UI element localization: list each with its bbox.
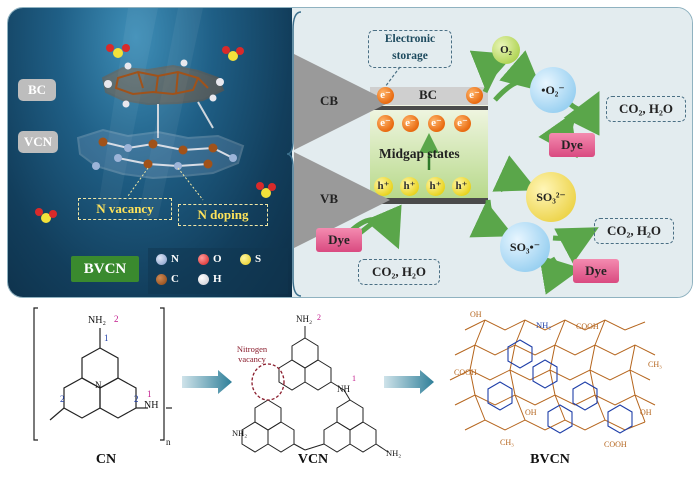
electron-4: e⁻ [454, 115, 471, 132]
legend-n: N [171, 253, 179, 265]
o2-bubble: O₂ [492, 36, 520, 64]
cn-site2-top: 2 [114, 314, 119, 324]
bvcn-tag: BVCN [71, 256, 139, 282]
legend-c: C [171, 273, 179, 285]
superoxide-bubble: •O₂⁻ [530, 67, 576, 113]
hole-4: h⁺ [452, 177, 471, 196]
n-doping-label: N doping [178, 204, 268, 226]
cn-caption: CN [95, 452, 117, 467]
cn-site1-nh: 1 [147, 389, 152, 399]
midgap-label: Midgap states [379, 146, 460, 161]
products-box-3: CO₂, H₂O [358, 259, 440, 285]
vcn-nh: NH [337, 384, 350, 394]
cb-label: CB [320, 93, 339, 108]
chemical-structures [33, 307, 656, 453]
bvcn-oh-1: OH [470, 310, 482, 319]
cn-site1-top: 1 [104, 333, 109, 343]
bvcn-caption: BVCN [530, 452, 570, 467]
products-box-2: CO₂, H₂O [594, 218, 674, 244]
hydrogen-atom-icon [198, 274, 209, 285]
bc-sheet [101, 64, 225, 106]
vcn-sheet [76, 128, 245, 180]
nitrogen-atom-icon [156, 254, 167, 265]
bc-band-label: BC [419, 87, 438, 102]
vcn-structure [241, 326, 389, 453]
molecular-illustration [35, 8, 288, 294]
bvcn-oh-2: OH [640, 408, 652, 417]
electron-cb-left: e⁻ [377, 87, 394, 104]
bvcn-ch3-bottom: CH₃ [500, 438, 514, 447]
arrow-vcn-to-bvcn [384, 370, 434, 394]
oxygen-atom-icon [198, 254, 209, 265]
legend-o: O [213, 253, 222, 265]
electron-cb-right: e⁻ [466, 87, 483, 104]
bvcn-ch3: CH₃ [648, 360, 662, 369]
sulfite-bubble: SO₃²⁻ [526, 172, 576, 222]
vcn-tag: VCN [18, 131, 58, 153]
electronic-storage-box: Electronic storage [368, 30, 452, 68]
nitrogen-vacancy-note: Nitrogen vacancy [236, 344, 268, 364]
bc-tag: BC [18, 79, 56, 101]
vcn-nh2-right: NH₂ [386, 448, 402, 458]
bvcn-cooh-top: COOH [576, 322, 599, 331]
mechanism-graphics [294, 50, 600, 295]
hole-3: h⁺ [426, 177, 445, 196]
dye-box-2: Dye [573, 259, 619, 283]
cn-nh2: NH₂ [88, 315, 106, 326]
cn-n-center: N [95, 380, 102, 390]
bvcn-triazine-units [487, 339, 633, 434]
hole-2: h⁺ [400, 177, 419, 196]
cn-nh: NH [144, 400, 159, 411]
bracket [287, 11, 302, 297]
vcn-nh2: NH₂ [296, 314, 313, 324]
electron-2: e⁻ [402, 115, 419, 132]
n-vacancy-label: N vacancy [78, 198, 172, 220]
vcn-site2: 2 [317, 313, 321, 322]
legend-h: H [213, 273, 222, 285]
hole-1: h⁺ [374, 177, 393, 196]
vcn-nh2-left: NH₂ [232, 428, 248, 438]
cn-structure [33, 307, 172, 441]
vcn-site1: 1 [352, 374, 356, 383]
dye-box-1: Dye [549, 133, 595, 157]
electron-3: e⁻ [428, 115, 445, 132]
bvcn-structure [449, 319, 656, 431]
carbon-atom-icon [156, 274, 167, 285]
sulfur-atom-icon [240, 254, 251, 265]
dye-box-3: Dye [316, 228, 362, 252]
cn-site2-right: 2 [134, 394, 139, 404]
so2-molecules [35, 44, 276, 223]
products-box-1: CO₂, H₂O [606, 96, 686, 122]
bvcn-cooh-bottom: COOH [604, 440, 627, 449]
electron-1: e⁻ [377, 115, 394, 132]
legend-s: S [255, 253, 262, 265]
bvcn-oh-3: OH [525, 408, 537, 417]
vcn-caption: VCN [297, 452, 329, 467]
cn-subscript-n: n [166, 437, 171, 447]
bvcn-cooh: COOH [454, 368, 477, 377]
arrow-cn-to-vcn [182, 370, 232, 394]
valence-band-line [370, 198, 488, 204]
molecular-scene: BC VCN N vacancy N doping BVCN N O S C H [8, 8, 292, 297]
sulfite-radical-bubble: SO₃•⁻ [500, 222, 550, 272]
bvcn-nh2: NH₂ [536, 320, 552, 330]
vb-label: VB [320, 191, 339, 206]
vacancy-circle [251, 363, 285, 401]
cn-site2-left: 2 [60, 394, 65, 404]
conduction-band [370, 87, 488, 105]
